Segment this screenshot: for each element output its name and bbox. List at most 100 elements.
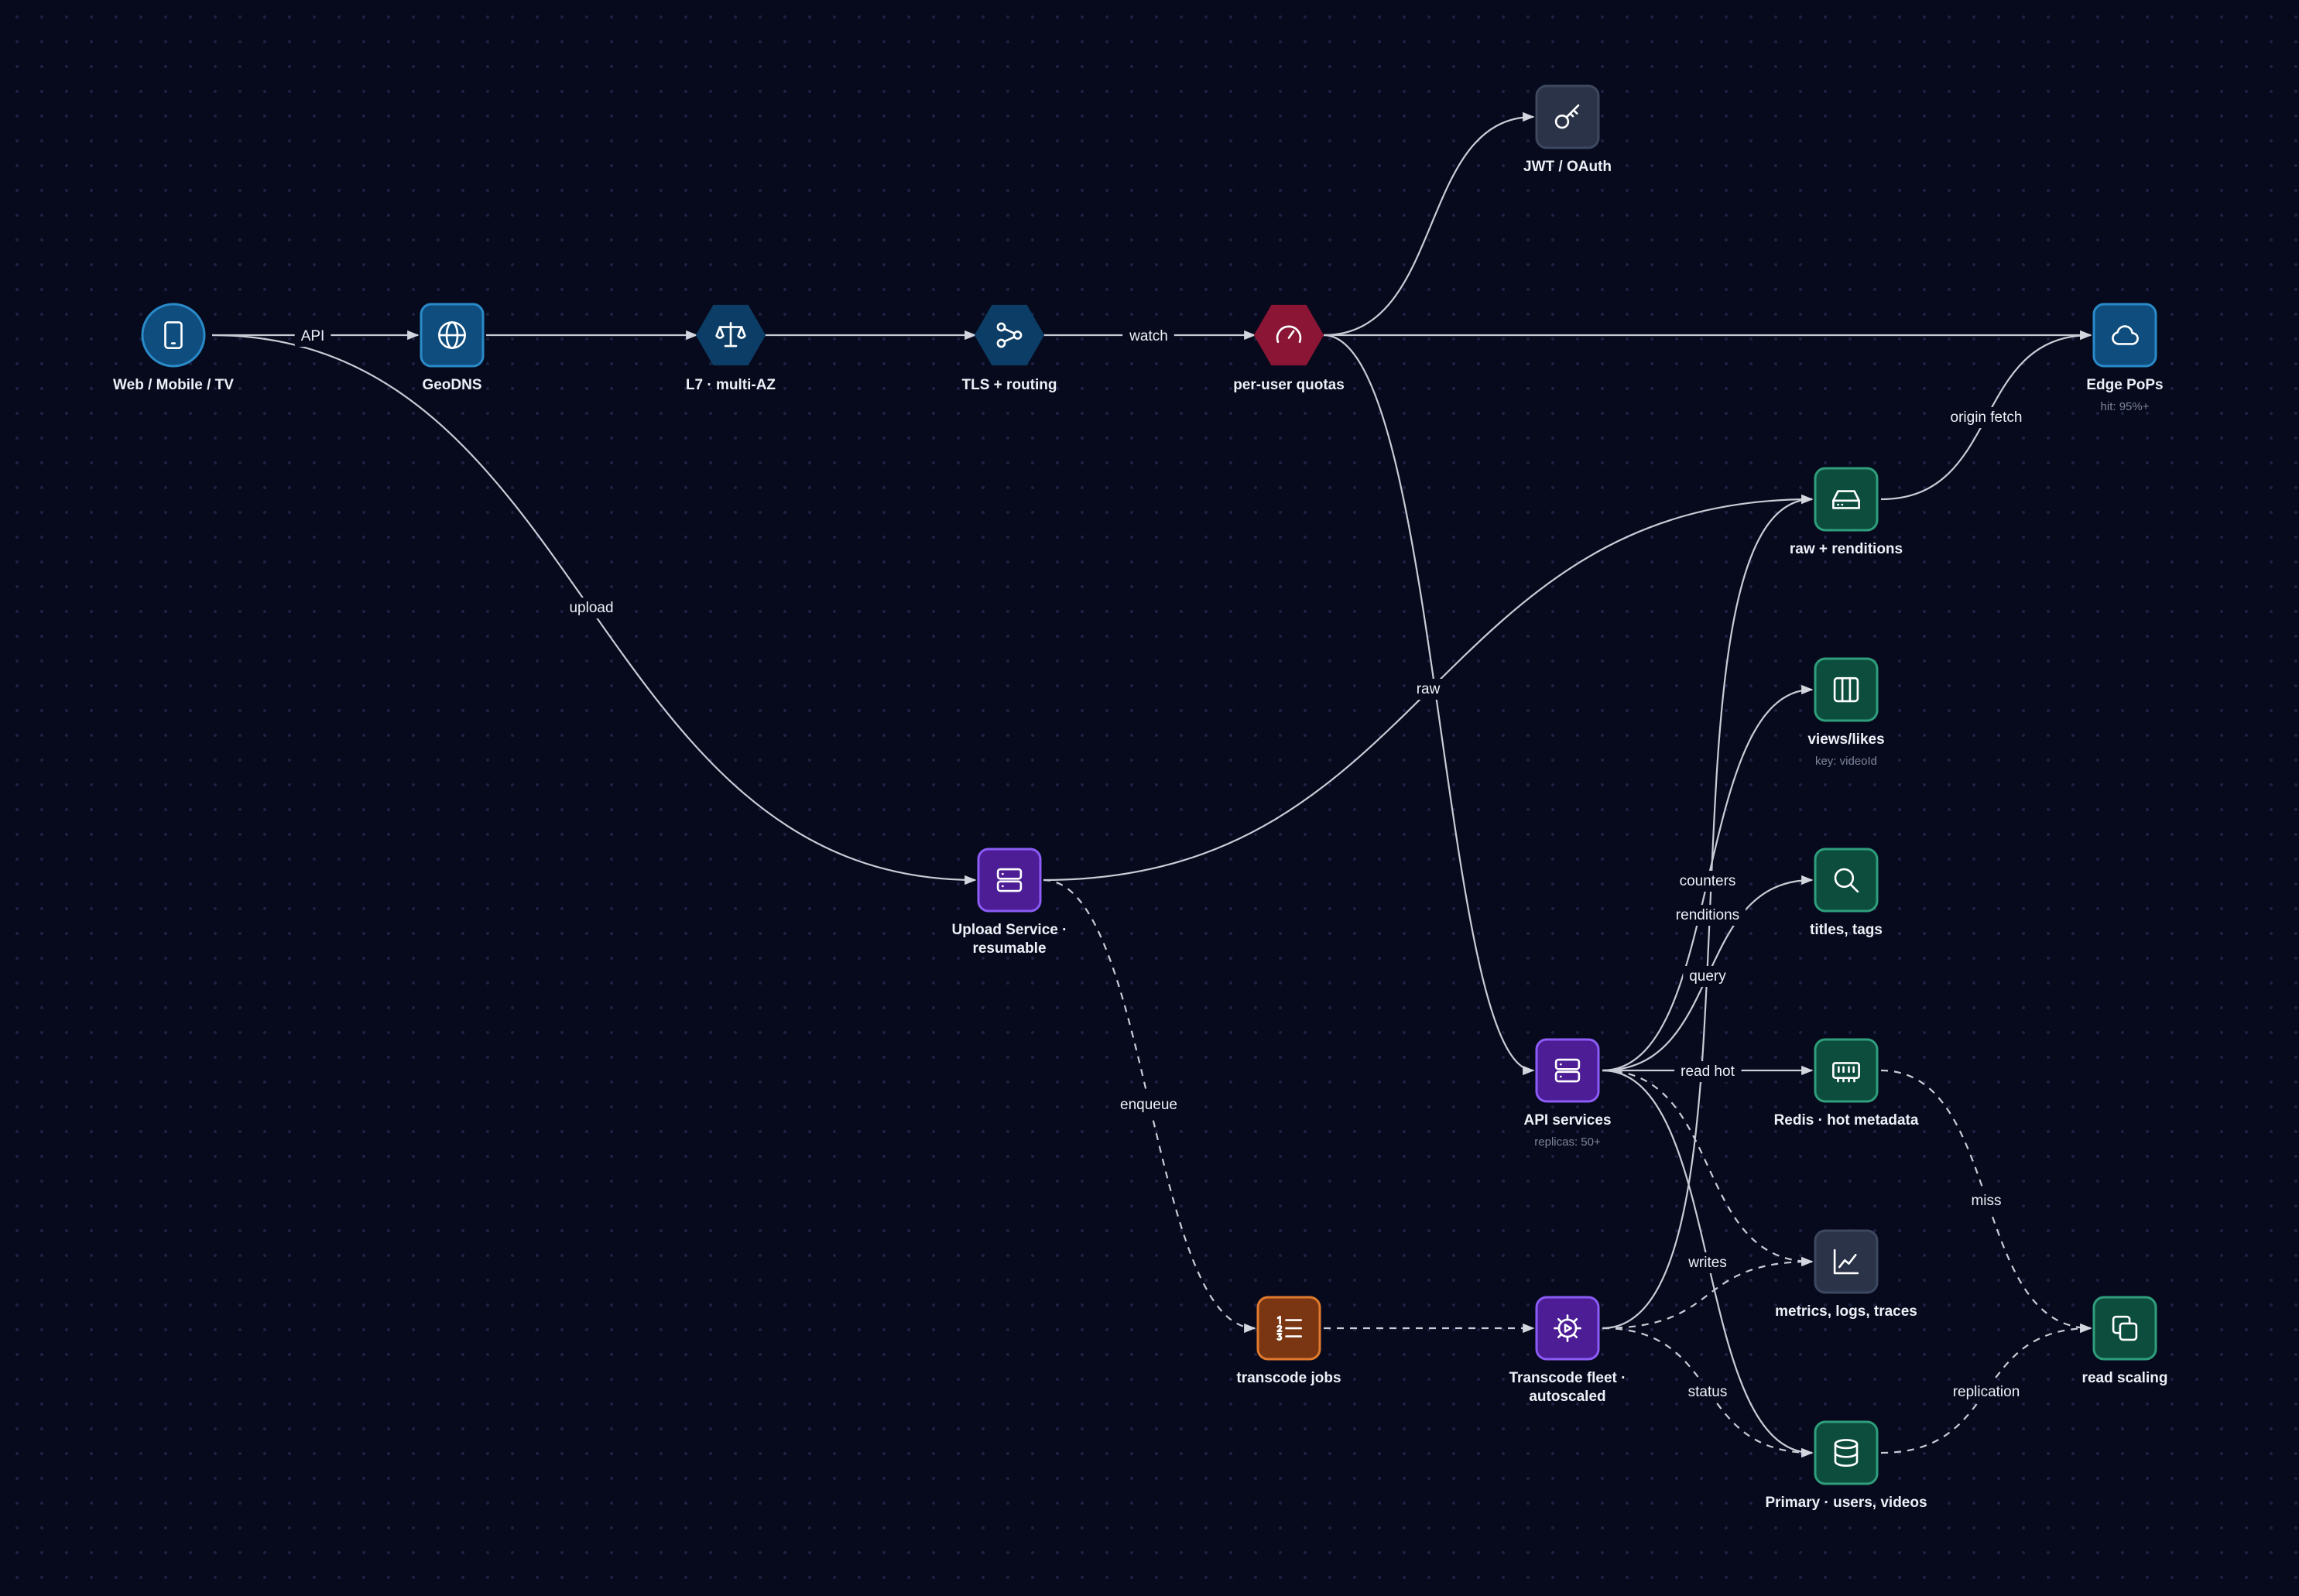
cloud-icon <box>2112 325 2139 345</box>
edge-labels-layer: API watch upload raw origin fetch enqueue coun… <box>294 326 2029 1402</box>
node-dns[interactable]: GeoDNS <box>420 303 485 393</box>
columns-icon <box>1833 676 1859 703</box>
edge-label-text: renditions <box>1676 907 1739 923</box>
edge-label-text: upload <box>569 600 613 616</box>
node-label: Edge PoPs <box>2086 377 2163 393</box>
edge-rate-api <box>1323 334 1535 1076</box>
edge-label-bg <box>1946 1382 2027 1402</box>
edge-label-bg <box>1122 326 1174 347</box>
node-auth[interactable]: JWT / OAuth <box>1523 84 1612 175</box>
edge-label-client-upload: upload <box>563 598 620 618</box>
node-shape <box>974 304 1045 366</box>
edge-label-bg <box>1673 871 1742 892</box>
edge-label-storage-cdn: origin fetch <box>1944 407 2029 428</box>
edge-primary-replica <box>1880 1323 2092 1454</box>
edge-transcode-primary <box>1602 1327 1814 1458</box>
node-sublabel: replicas: 50+ <box>1534 1135 1601 1149</box>
node-primary[interactable]: Primary · users, videos <box>1765 1420 1927 1511</box>
server-icon <box>1554 1058 1581 1083</box>
edge-label-text: query <box>1689 968 1726 985</box>
node-replica[interactable]: read scaling <box>2082 1296 2168 1386</box>
node-label: JWT / OAuth <box>1523 159 1612 175</box>
node-label: raw + renditions <box>1790 541 1903 557</box>
node-shape <box>141 303 206 368</box>
node-redis[interactable]: Redis · hot metadata <box>1774 1038 1919 1129</box>
edge-label-bg <box>294 326 331 347</box>
edge-label-text: watch <box>1129 328 1168 344</box>
edge-transcode-obs <box>1602 1256 1814 1330</box>
node-label: TLS + routing <box>962 377 1057 393</box>
node-shape <box>2092 303 2157 368</box>
nodes-layer: Web / Mobile / TV GeoDNS L7 · multi-AZ TLS … <box>113 84 2168 1511</box>
edge-label-bg <box>1681 1252 1733 1273</box>
node-shape <box>2092 1296 2157 1361</box>
node-obs[interactable]: metrics, logs, traces <box>1775 1229 1917 1320</box>
edge-label-text: status <box>1688 1384 1728 1400</box>
node-storage[interactable]: raw + renditions <box>1790 467 1903 557</box>
edge-label-api-redis: read hot <box>1674 1061 1742 1082</box>
edge-label-bg <box>1410 679 1447 700</box>
edge-label-bg <box>1669 905 1746 926</box>
edge-label-bg <box>563 598 620 618</box>
node-queue[interactable]: transcode jobs <box>1236 1296 1341 1386</box>
node-rate[interactable]: per-user quotas <box>1233 304 1345 393</box>
edge-label-bg <box>1965 1190 2008 1211</box>
tablet-icon <box>164 321 183 349</box>
node-label: Upload Service · <box>952 922 1067 938</box>
node-label: GeoDNS <box>422 377 481 393</box>
node-shape <box>1814 1038 1879 1103</box>
node-shape <box>1814 467 1879 532</box>
node-label: read scaling <box>2082 1370 2168 1386</box>
node-lb[interactable]: L7 · multi-AZ <box>686 304 776 393</box>
edge-label-text: miss <box>1971 1193 2001 1209</box>
server-icon <box>996 868 1023 892</box>
node-client[interactable]: Web / Mobile / TV <box>113 303 234 393</box>
node-gw[interactable]: TLS + routing <box>962 304 1057 393</box>
node-label-line2: resumable <box>972 940 1046 957</box>
edge-label-client-dns: API <box>294 326 331 347</box>
edge-redis-replica <box>1880 1069 2092 1334</box>
edge-label-bg <box>1683 966 1733 987</box>
edge-label-gw-rate: watch <box>1122 326 1174 347</box>
chart-line-icon <box>1833 1248 1859 1275</box>
edge-label-api-primary: writes <box>1681 1252 1733 1273</box>
node-shape <box>1535 1296 1600 1361</box>
node-shape <box>1814 657 1879 722</box>
node-label: Redis · hot metadata <box>1774 1112 1919 1129</box>
edge-label-bg <box>1114 1094 1184 1115</box>
edge-rate-auth <box>1323 111 1535 337</box>
edge-label-upload-storage: raw <box>1410 679 1447 700</box>
edge-label-primary-replica: replication <box>1946 1382 2027 1402</box>
copy-icon <box>2112 1315 2138 1341</box>
node-transcode[interactable]: Transcode fleet ·autoscaled <box>1509 1296 1626 1405</box>
list-ordered-icon <box>1276 1315 1303 1341</box>
node-label: titles, tags <box>1810 922 1883 938</box>
node-label: per-user quotas <box>1233 377 1345 393</box>
node-shape <box>977 848 1042 913</box>
node-shape <box>1253 304 1324 366</box>
edge-label-text: raw <box>1417 681 1441 697</box>
node-label: Web / Mobile / TV <box>113 377 234 393</box>
scale-icon <box>715 321 746 348</box>
edge-label-bg <box>1944 407 2029 428</box>
edge-label-redis-replica: miss <box>1965 1190 2008 1211</box>
edge-label-text: replication <box>1953 1384 2020 1400</box>
database-icon <box>1834 1439 1859 1467</box>
node-search[interactable]: titles, tags <box>1810 848 1883 938</box>
node-label: views/likes <box>1807 731 1884 748</box>
key-icon <box>1554 104 1580 129</box>
edge-label-text: enqueue <box>1120 1097 1177 1113</box>
edge-label-text: writes <box>1687 1255 1727 1271</box>
node-label: L7 · multi-AZ <box>686 377 776 393</box>
edge-label-upload-queue: enqueue <box>1114 1094 1184 1115</box>
search-icon <box>1834 868 1859 893</box>
edge-label-text: counters <box>1680 873 1736 889</box>
node-upload[interactable]: Upload Service · resumable <box>952 848 1067 957</box>
edge-label-text: origin fetch <box>1951 409 2023 426</box>
node-shape <box>1814 1420 1879 1485</box>
node-shape <box>1814 848 1879 913</box>
